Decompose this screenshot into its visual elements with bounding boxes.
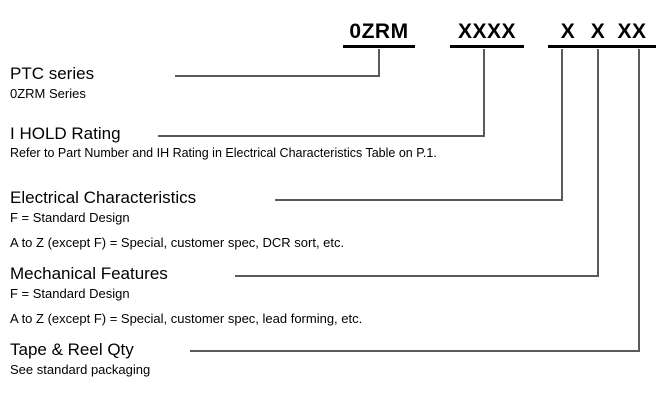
leader-vertical-mechanical: [597, 49, 599, 277]
block-tape-reel-qty: Tape & Reel Qty See standard packaging: [10, 340, 150, 379]
leader-vertical-packaging: [638, 49, 640, 352]
block-electrical-characteristics-sub: F = Standard Design: [10, 210, 130, 225]
block-electrical-characteristics-title: Electrical Characteristics: [10, 188, 197, 207]
block-ptc-series-sub: 0ZRM Series: [10, 86, 86, 101]
leader-vertical-series: [378, 49, 380, 77]
block-mechanical-features-note: A to Z (except F) = Special, customer sp…: [10, 311, 363, 326]
code-underline-suffix: [548, 45, 656, 48]
code-segment-electrical: X: [560, 20, 576, 43]
block-i-hold-rating: I HOLD Rating Refer to Part Number and I…: [10, 124, 437, 163]
block-i-hold-rating-title: I HOLD Rating: [10, 124, 121, 143]
code-segment-packaging: XX: [617, 20, 647, 43]
code-segment-mechanical: X: [590, 20, 606, 43]
block-mechanical-features-sub: F = Standard Design: [10, 286, 130, 301]
block-tape-reel-qty-sub: See standard packaging: [10, 362, 151, 377]
leader-vertical-ihold: [483, 49, 485, 137]
block-mechanical-features: Mechanical Features F = Standard Design …: [10, 264, 362, 328]
block-i-hold-rating-sub: Refer to Part Number and IH Rating in El…: [10, 146, 437, 160]
leader-horizontal-series: [175, 75, 380, 77]
block-electrical-characteristics: Electrical Characteristics F = Standard …: [10, 188, 344, 252]
block-ptc-series-title: PTC series: [10, 64, 95, 83]
code-underline-series: [343, 45, 415, 48]
block-mechanical-features-title: Mechanical Features: [10, 264, 168, 283]
leader-horizontal-electrical: [275, 199, 563, 201]
code-segment-ihold: XXXX: [457, 20, 517, 43]
code-segment-series: 0ZRM: [349, 20, 409, 43]
code-underline-ihold: [450, 45, 524, 48]
leader-horizontal-packaging: [190, 350, 640, 352]
leader-horizontal-ihold: [158, 135, 485, 137]
block-electrical-characteristics-note: A to Z (except F) = Special, customer sp…: [10, 235, 345, 250]
leader-horizontal-mechanical: [235, 275, 599, 277]
block-ptc-series: PTC series 0ZRM Series: [10, 64, 94, 103]
block-tape-reel-qty-title: Tape & Reel Qty: [10, 340, 134, 359]
leader-vertical-electrical: [561, 49, 563, 201]
